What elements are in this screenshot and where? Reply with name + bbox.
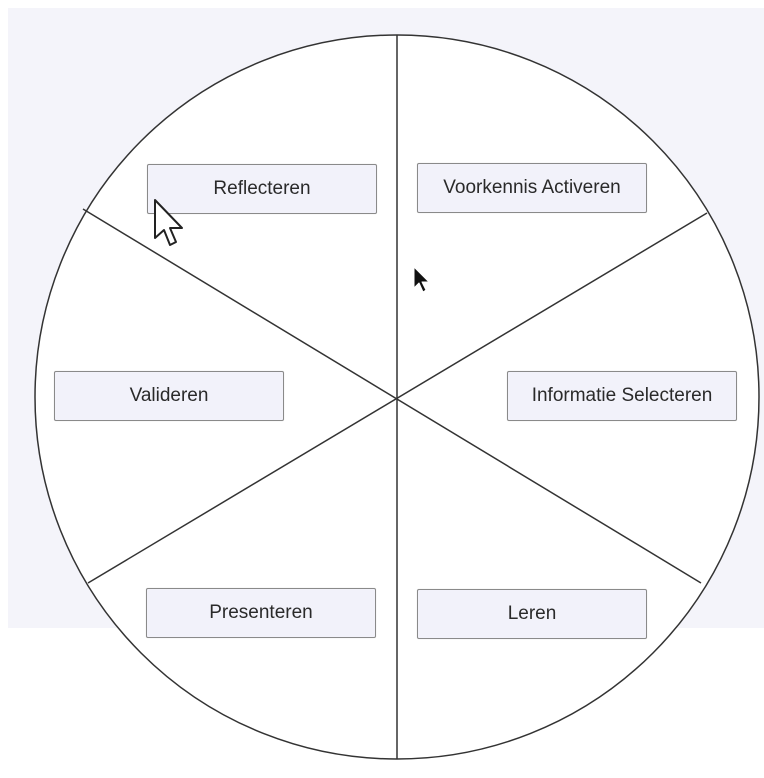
segment-informatie-selecteren-button[interactable]: Informatie Selecteren — [507, 371, 737, 421]
segment-reflecteren-button[interactable]: Reflecteren — [147, 164, 377, 214]
divider-diagonal-up — [87, 212, 708, 584]
segment-leren-button[interactable]: Leren — [417, 589, 647, 639]
segment-voorkennis-activeren-button[interactable]: Voorkennis Activeren — [417, 163, 647, 213]
segment-presenteren-button[interactable]: Presenteren — [146, 588, 376, 638]
segment-valideren-button[interactable]: Valideren — [54, 371, 284, 421]
divider-diagonal-down — [82, 208, 702, 584]
